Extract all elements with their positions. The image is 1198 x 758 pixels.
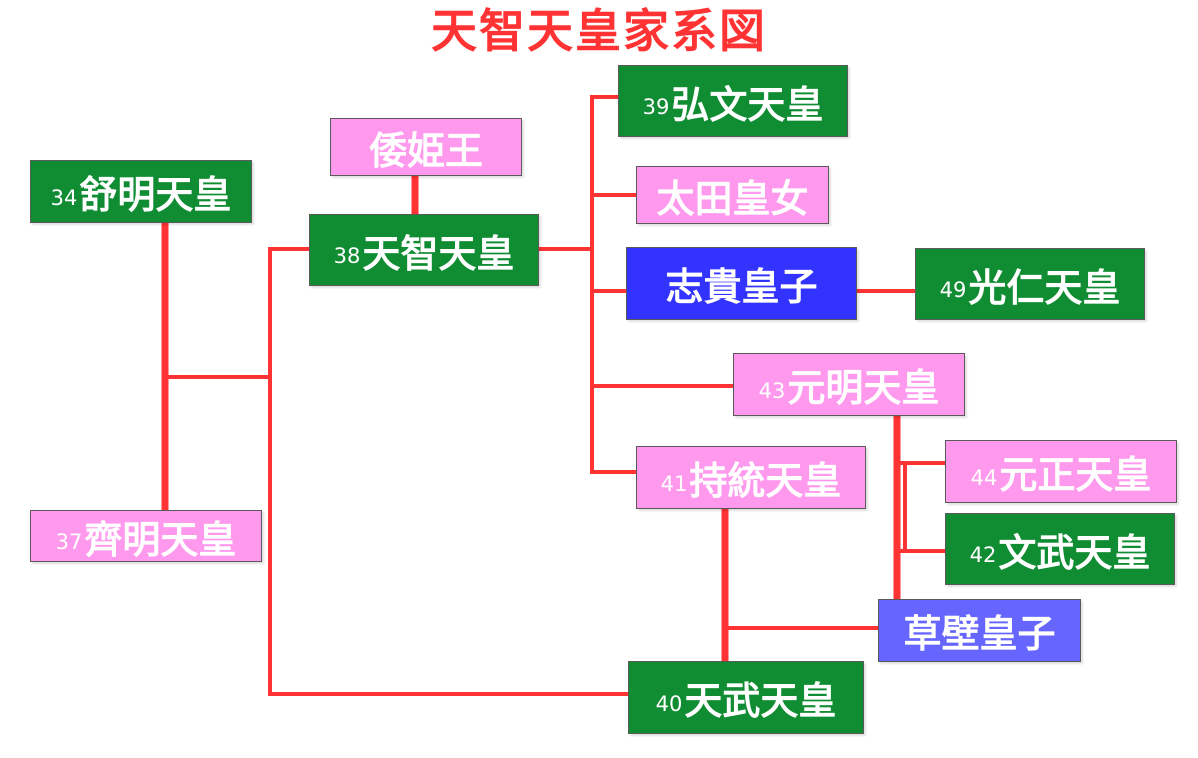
node-tenji: 38 天智天皇 xyxy=(309,214,539,286)
node-shiki-name: 志貴皇子 xyxy=(665,265,818,309)
node-gensho: 44 元正天皇 xyxy=(945,440,1177,503)
node-genmei: 43 元明天皇 xyxy=(733,353,965,416)
node-yamato-name: 倭姫王 xyxy=(368,128,483,173)
node-tenmu-number: 40 xyxy=(655,691,683,716)
node-ota-name: 太田皇女 xyxy=(656,176,809,221)
node-kobun: 39 弘文天皇 xyxy=(618,65,848,137)
node-kusakabe: 草壁皇子 xyxy=(878,599,1081,662)
node-konin-number: 49 xyxy=(939,278,967,302)
node-konin: 49 光仁天皇 xyxy=(915,248,1145,320)
node-tenji-number: 38 xyxy=(333,244,361,268)
diagram-title: 天智天皇家系図 xyxy=(431,4,767,58)
node-jito-number: 41 xyxy=(660,471,688,496)
node-genmei-number: 43 xyxy=(758,378,786,403)
node-jomei-name: 舒明天皇 xyxy=(79,173,232,217)
node-jomei-number: 34 xyxy=(50,185,78,210)
node-monmu-name: 文武天皇 xyxy=(998,530,1151,575)
node-yamato: 倭姫王 xyxy=(330,118,522,176)
node-gensho-name: 元正天皇 xyxy=(999,453,1152,497)
node-kogyoku-name: 齊明天皇 xyxy=(84,517,237,562)
node-shiki: 志貴皇子 xyxy=(626,247,857,320)
node-kusakabe-name: 草壁皇子 xyxy=(903,612,1056,656)
node-jomei: 34 舒明天皇 xyxy=(30,160,252,223)
node-kogyoku: 37 齊明天皇 xyxy=(30,510,262,562)
node-tenmu-name: 天武天皇 xyxy=(684,679,837,723)
node-konin-name: 光仁天皇 xyxy=(968,265,1121,310)
node-monmu: 42 文武天皇 xyxy=(945,513,1175,585)
node-jito: 41 持統天皇 xyxy=(636,446,866,509)
node-jito-name: 持統天皇 xyxy=(689,459,842,503)
node-monmu-number: 42 xyxy=(969,543,997,567)
node-kobun-name: 弘文天皇 xyxy=(671,82,824,127)
node-genmei-name: 元明天皇 xyxy=(787,366,940,410)
node-gensho-number: 44 xyxy=(970,465,998,490)
node-ota: 太田皇女 xyxy=(636,166,829,224)
node-kogyoku-number: 37 xyxy=(55,530,83,554)
node-kobun-number: 39 xyxy=(642,95,670,119)
node-tenji-name: 天智天皇 xyxy=(362,231,515,276)
node-tenmu: 40 天武天皇 xyxy=(628,661,864,734)
